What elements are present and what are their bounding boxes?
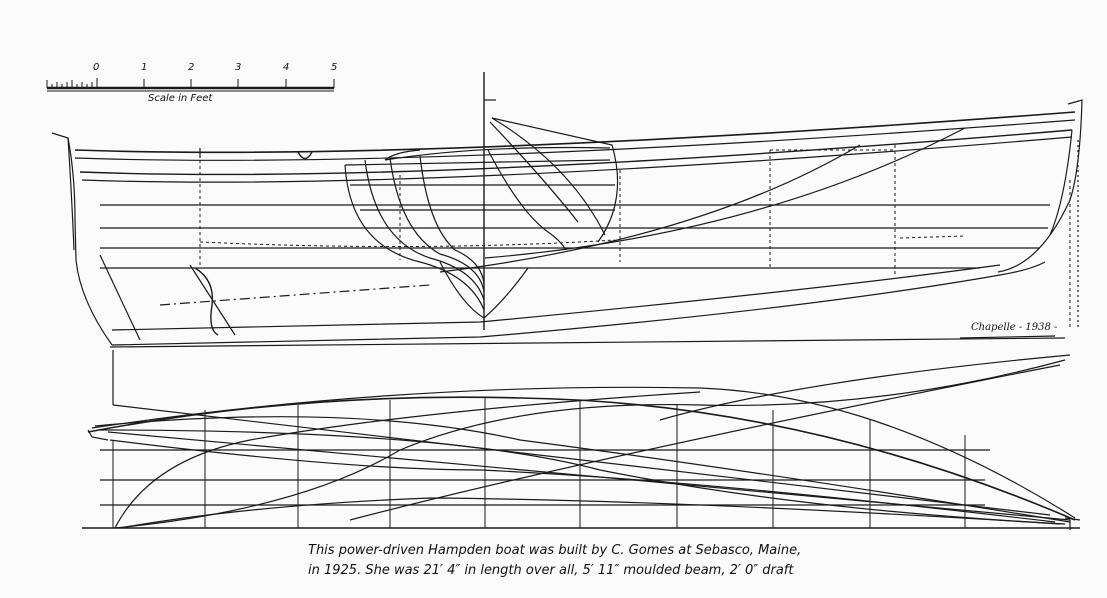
designer-signature: Chapelle - 1938 - xyxy=(971,322,1058,333)
scale-label-5: 5 xyxy=(331,62,338,73)
caption-line-1: This power-driven Hampden boat was built… xyxy=(308,543,802,558)
caption-line-2: in 1925. She was 21′ 4″ in length over a… xyxy=(308,563,794,578)
scale-label-1: 1 xyxy=(141,62,148,73)
scale-label-0: 0 xyxy=(93,62,100,73)
scale-label-4: 4 xyxy=(283,62,290,73)
scale-label-2: 2 xyxy=(188,62,195,73)
scale-title: Scale in Feet xyxy=(148,93,213,104)
scale-label-3: 3 xyxy=(235,62,242,73)
